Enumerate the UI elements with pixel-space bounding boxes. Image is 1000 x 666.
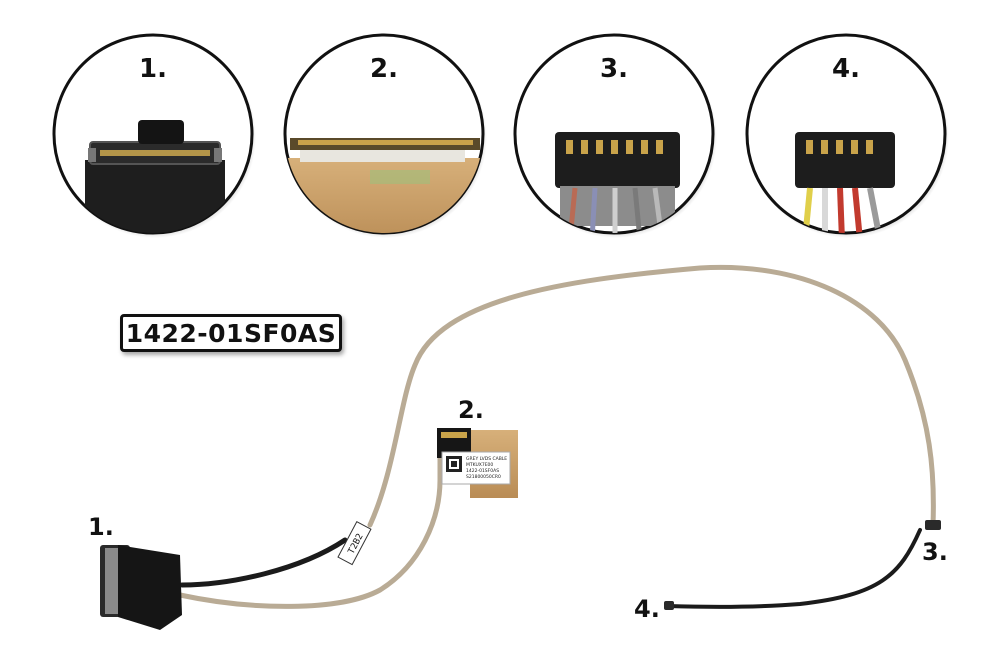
sticker-text: GREY LVDS CABLE MTKUX7E00 1422-01SF0AS S… [466,456,507,480]
connector-4-closeup [795,132,895,233]
detail-circle-2 [283,33,487,238]
sticker-line-3: 1422-01SF0AS [466,468,499,474]
detail-circle-4 [745,33,949,238]
circle-label-3: 3. [600,54,628,84]
connector-2 [437,428,518,498]
cable-label-1: 1. [88,513,114,541]
connector-1-closeup [85,120,225,233]
detail-circle-3 [513,33,717,238]
detail-circle-1 [52,33,256,238]
sticker-line-1: GREY LVDS CABLE [466,456,507,462]
connector-4 [664,601,674,610]
cable-label-2: 2. [458,396,484,424]
circle-label-4: 4. [832,54,860,84]
connector-2-closeup [285,138,483,233]
sticker-line-2: MTKUX7E00 [466,462,493,468]
circle-label-1: 1. [139,54,167,84]
cable-label-3: 3. [922,538,948,566]
cable-label-4: 4. [634,595,660,623]
part-number-box: 1422-01SF0AS [120,314,342,352]
connector-1 [100,545,182,630]
circle-label-2: 2. [370,54,398,84]
part-number: 1422-01SF0AS [125,318,337,348]
sticker-line-4: S21800050CR0 [466,474,501,480]
connector-3 [925,520,941,530]
